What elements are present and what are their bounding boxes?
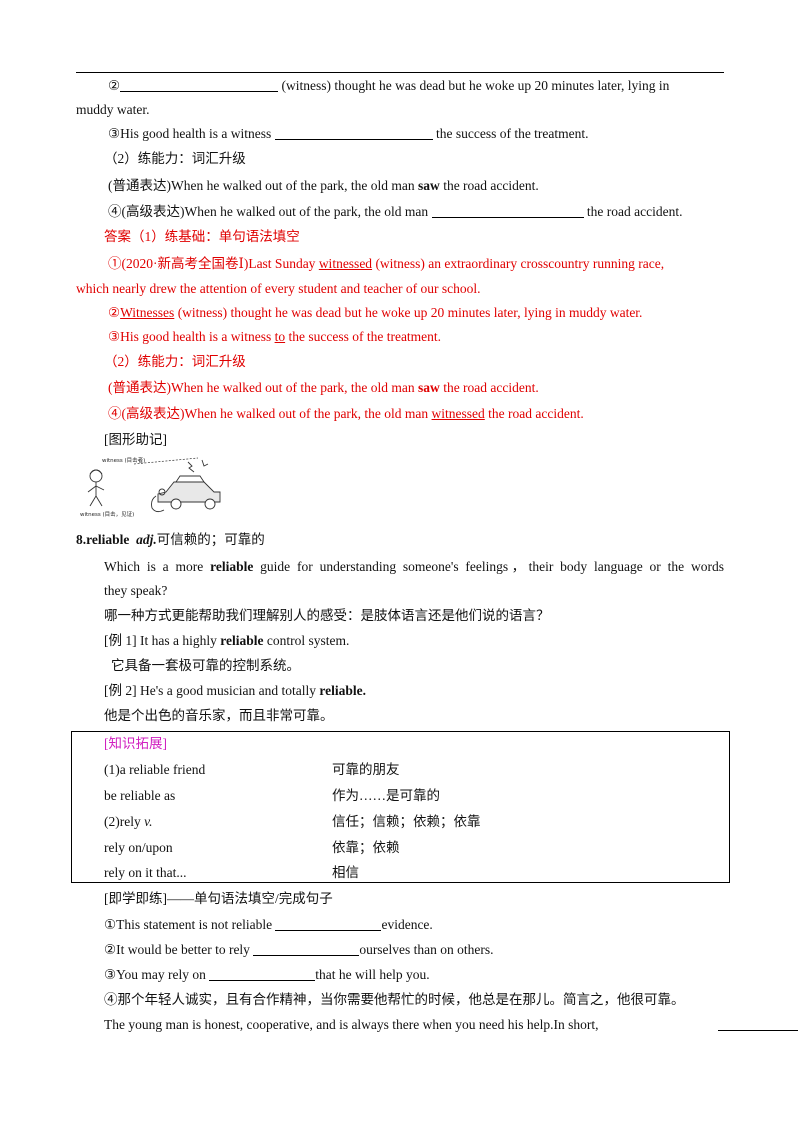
answer-blank[interactable]	[431, 203, 584, 218]
practice-4-translation: ④那个年轻人诚实，且有合作精神，当你需要他帮忙的时候，他总是在那儿。简言之，他很…	[104, 992, 685, 1007]
box-row-en: rely on it that...	[104, 865, 187, 880]
box-row-en: (1)a reliable friend	[104, 762, 206, 777]
example-1-translation: 它具备一套极可靠的控制系统。	[111, 658, 300, 673]
advanced-expression-line: ④(高级表达)When he walked out of the park, t…	[108, 203, 683, 219]
box-row-en: rely on/upon	[104, 840, 173, 855]
answer-line-2: ②Witnesses (witness) thought he was dead…	[108, 305, 643, 320]
practice-2: ②It would be better to rely ourselves th…	[104, 941, 494, 957]
normal-expression-line: (普通表达)When he walked out of the park, th…	[108, 178, 539, 193]
memo-illustration: witness (目击者) witness (目击，见证)	[80, 456, 221, 518]
answer-heading: 答案（1）练基础：单句语法填空	[104, 229, 300, 244]
answer-blank[interactable]	[209, 966, 316, 981]
box-row-cn: 可靠的朋友	[332, 762, 400, 777]
caption-top: witness (目击者)	[102, 456, 145, 464]
knowledge-box-title: [知识拓展]	[104, 736, 167, 751]
answer-line-3: ③His good health is a witness to the suc…	[108, 329, 442, 344]
answer-blank[interactable]	[274, 125, 433, 140]
box-row-cn: 依靠；依赖	[332, 840, 400, 855]
knowledge-box	[71, 731, 730, 883]
box-row-en: be reliable as	[104, 788, 176, 803]
box-row-cn: 作为……是可靠的	[332, 788, 440, 803]
section-heading-vocab: （2）练能力：词汇升级	[104, 151, 246, 166]
header-rule	[76, 72, 724, 73]
answer-line-1-cont: which nearly drew the attention of every…	[76, 281, 481, 296]
answer-normal-line: (普通表达)When he walked out of the park, th…	[108, 380, 539, 395]
answer-blank[interactable]	[253, 941, 360, 956]
practice-1: ①This statement is not reliable evidence…	[104, 916, 433, 932]
example-1: [例 1] It has a highly reliable control s…	[104, 633, 350, 648]
entry-heading: 8.reliable adj.可信赖的；可靠的	[76, 532, 265, 547]
answer-blank[interactable]	[120, 77, 279, 92]
exercise-line-2-cont: muddy water.	[76, 102, 150, 117]
answer-line-1: ①(2020·新高考全国卷Ⅰ)Last Sunday witnessed (wi…	[108, 256, 665, 271]
exercise-line-3: ③His good health is a witness the succes…	[108, 125, 589, 141]
exercise-line-2: ② (witness) thought he was dead but he w…	[108, 77, 670, 93]
boy-icon	[87, 469, 105, 507]
box-row-cn: 信任；信赖；依赖；依靠	[332, 814, 481, 829]
example-translation: 哪一种方式更能帮助我们理解别人的感受：是肢体语言还是他们说的语言？	[104, 608, 550, 623]
caption-bottom: witness (目击，见证)	[80, 510, 134, 518]
practice-4-sentence: The young man is honest, cooperative, an…	[104, 1017, 599, 1032]
practice-3: ③You may rely on that he will help you.	[104, 966, 430, 982]
answer-vocab-heading: （2）练能力：词汇升级	[104, 354, 246, 369]
box-row-en: (2)rely v.	[104, 814, 153, 829]
example-2-translation: 他是个出色的音乐家，而且非常可靠。	[104, 708, 334, 723]
practice-title: [即学即练]——单句语法填空/完成句子	[104, 891, 333, 906]
answer-blank[interactable]	[718, 1016, 798, 1031]
memo-label: [图形助记]	[104, 432, 167, 447]
box-row-cn: 相信	[332, 865, 359, 880]
car-accident-icon	[151, 459, 221, 513]
answer-blank[interactable]	[275, 916, 382, 931]
example-sentence-cont: they speak?	[104, 583, 168, 598]
example-sentence: Which is a more reliable guide for under…	[104, 559, 724, 574]
answer-advanced-line: ④(高级表达)When he walked out of the park, t…	[108, 406, 584, 421]
example-2: [例 2] He's a good musician and totally r…	[104, 683, 367, 698]
